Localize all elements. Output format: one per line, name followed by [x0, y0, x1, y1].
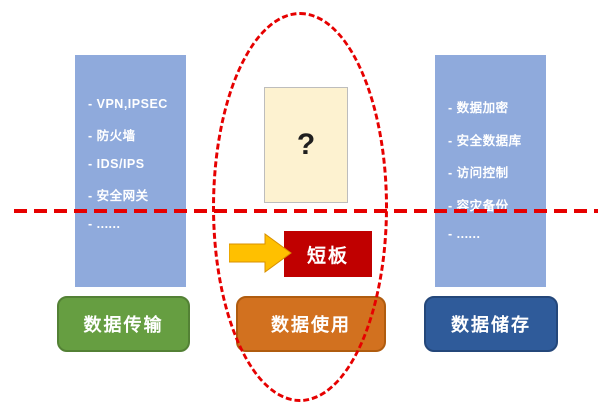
question-mark: ?: [296, 128, 316, 161]
panel-item: - 安全数据库: [448, 133, 522, 148]
arrow-right-icon: [229, 233, 292, 273]
stage-label-text: 数据使用: [271, 315, 351, 335]
panel-item: - 数据加密: [448, 101, 509, 115]
transmission-measures-panel: - VPN,IPSEC - 防火墙 - IDS/IPS - 安全网关 - ...…: [75, 55, 186, 287]
panel-item: - VPN,IPSEC: [88, 97, 168, 111]
panel-item: - 安全网关: [88, 188, 149, 203]
panel-item: - IDS/IPS: [88, 157, 145, 171]
panel-item: - 防火墙: [88, 128, 136, 143]
panel-item: - ......: [448, 227, 481, 241]
storage-measures-panel: - 数据加密 - 安全数据库 - 访问控制 - 容灾备份 - ......: [435, 55, 546, 287]
weak-point-box: 短板: [284, 231, 372, 277]
stage-label-text: 数据储存: [451, 315, 531, 335]
panel-item: - ......: [88, 217, 121, 231]
weak-point-label: 短板: [306, 245, 349, 267]
divider-dashed-line: [14, 209, 598, 213]
stage-data-usage: 数据使用: [236, 296, 386, 352]
stage-data-storage: 数据储存: [424, 296, 558, 352]
stage-label-text: 数据传输: [83, 315, 164, 335]
panel-item: - 访问控制: [448, 166, 509, 180]
unknown-measures-box: ?: [264, 87, 348, 203]
stage-data-transmission: 数据传输: [57, 296, 190, 352]
